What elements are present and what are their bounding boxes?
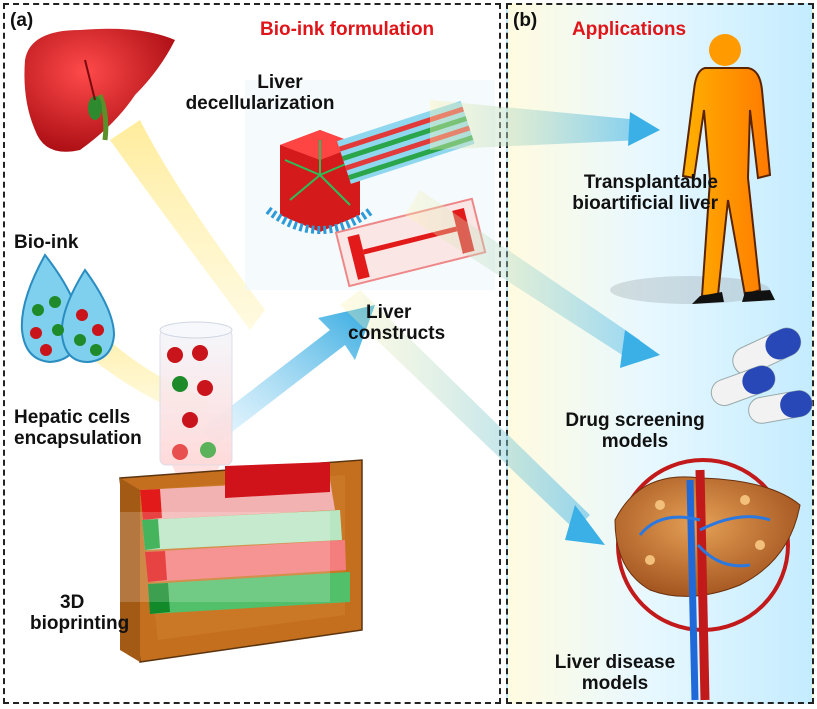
- beam-to-transplant: [430, 100, 640, 150]
- label-bioink: Bio-ink: [14, 232, 79, 253]
- label-hepatic-cells: Hepatic cells encapsulation: [14, 407, 142, 450]
- capsules-image: [710, 327, 813, 424]
- bioink-drops-image: [20, 253, 116, 364]
- arrow-drug[interactable]: [620, 330, 660, 368]
- label-drug-screening: Drug screening models: [565, 410, 705, 453]
- arrow-transplant[interactable]: [628, 112, 660, 146]
- diseased-liver-image: [614, 458, 801, 701]
- liver-organ-image: [24, 28, 175, 152]
- panel-a-title: Bio-ink formulation: [260, 19, 435, 40]
- arrow-to-constructs[interactable]: [200, 305, 375, 445]
- beam-to-drug: [405, 190, 640, 360]
- panel-a-tag: (a): [10, 10, 34, 31]
- label-liver-constructs: Liver constructs: [348, 302, 446, 345]
- panel-b-tag: (b): [513, 10, 538, 31]
- panel-a-frame: [3, 3, 501, 704]
- bioprinting-block-image: [110, 459, 363, 663]
- beam-to-disease: [340, 290, 590, 530]
- label-transplantable: Transplantable bioartificial liver: [572, 172, 718, 215]
- human-silhouette-image: [610, 34, 775, 304]
- label-liver-disease: Liver disease models: [554, 652, 676, 695]
- panel-b-title: Applications: [572, 19, 687, 40]
- label-3d-bioprinting: 3D bioprinting: [30, 592, 130, 635]
- flow-beam-liver: [110, 120, 265, 330]
- arrow-disease[interactable]: [565, 505, 605, 545]
- label-liver-decellularization: Liver decellularization: [185, 72, 335, 115]
